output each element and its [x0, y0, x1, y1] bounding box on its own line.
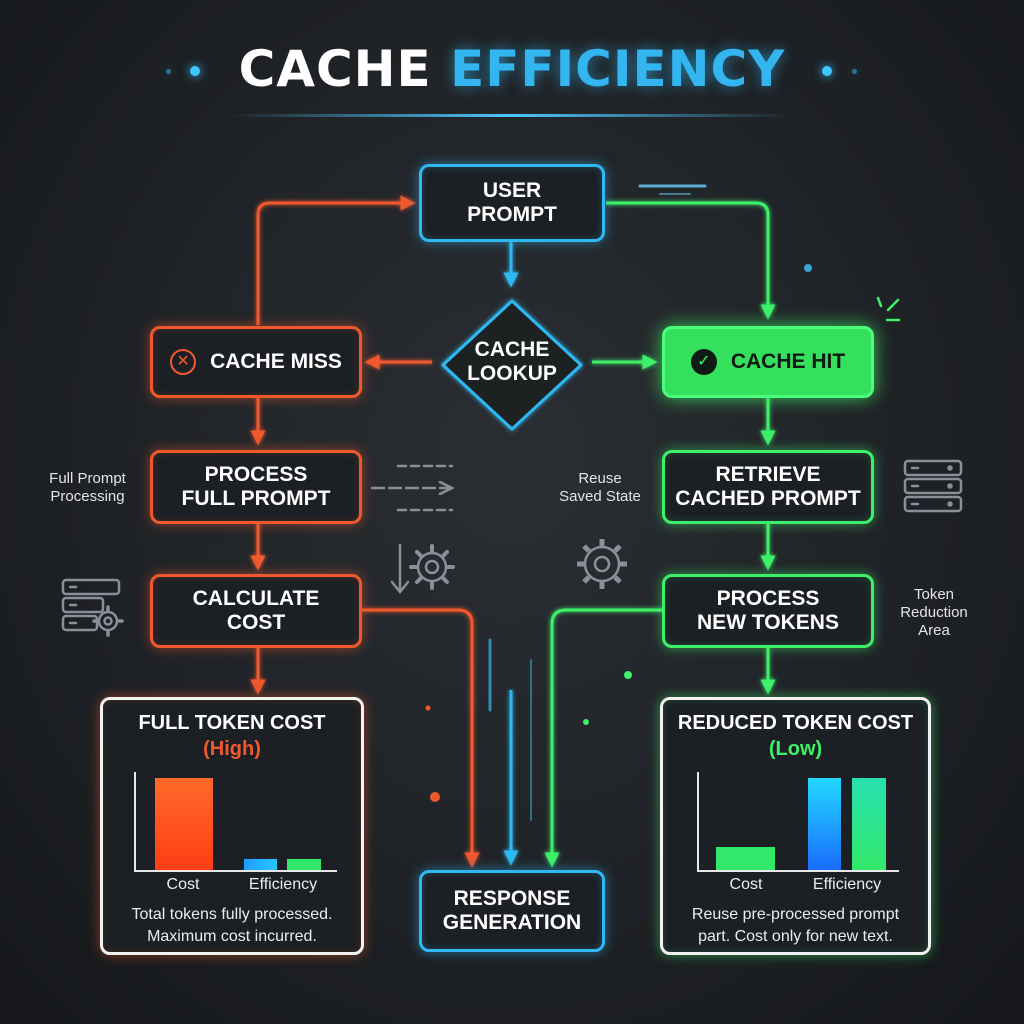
title-dot-right [822, 66, 832, 76]
cache-miss-node: ✕ CACHE MISS [150, 326, 362, 398]
cache-lookup-node [437, 295, 587, 435]
full-token-cost-panel: FULL TOKEN COST (High) Cost Efficiency T… [100, 697, 364, 955]
gear-icon [577, 539, 627, 589]
retrieve-cached-prompt-node: RETRIEVE CACHED PROMPT [662, 450, 874, 524]
token-reduction-area-label: Token Reduction Area [900, 586, 968, 639]
chart-note: Reuse pre-processed prompt part. Cost on… [691, 906, 900, 945]
full-prompt-processing-label: Full Prompt Processing [49, 470, 126, 505]
bar-cost [155, 778, 213, 870]
x-tick-cost: Cost [166, 876, 200, 893]
cache-hit-node: ✓ CACHE HIT [662, 326, 874, 398]
new-to-response-arrow [544, 608, 664, 868]
process-new-tokens-node: PROCESS NEW TOKENS [662, 574, 874, 648]
reduced-token-cost-chart [697, 772, 899, 872]
server-gear-icon [61, 578, 124, 637]
title-dot-left-small [166, 69, 171, 74]
user-prompt-node: USER PROMPT [419, 164, 605, 242]
calc-to-response-arrow [362, 608, 480, 868]
title-part-1: CACHE [238, 40, 432, 98]
process-full-prompt-node: PROCESS FULL PROMPT [150, 450, 362, 524]
reduced-token-cost-panel: REDUCED TOKEN COST (Low) Cost Efficiency… [660, 697, 931, 955]
cache-hit-label: CACHE HIT [730, 350, 846, 373]
title-dot-left [190, 66, 200, 76]
x-tick-efficiency: Efficiency [248, 876, 318, 893]
calculate-cost-node: CALCULATE COST [150, 574, 362, 648]
full-token-cost-chart [134, 772, 337, 872]
response-generation-node: RESPONSE GENERATION [419, 870, 605, 952]
bar-cost [716, 847, 775, 870]
title-part-2: EFFICIENCY [450, 40, 786, 98]
title-dot-right-small [852, 69, 857, 74]
bar-efficiency-a [808, 778, 841, 870]
x-tick-efficiency: Efficiency [812, 876, 882, 893]
chart-subtitle: (Low) [768, 738, 823, 760]
miss-loop-arrow [256, 195, 416, 325]
bar-efficiency-b [287, 858, 321, 870]
bar-efficiency-b [852, 778, 886, 870]
cache-miss-label: CACHE MISS [210, 350, 342, 373]
server-rack-icon [903, 459, 963, 513]
download-gear-icon [390, 543, 455, 595]
reuse-saved-state-label: Reuse Saved State [559, 470, 641, 505]
page-title: CACHE EFFICIENCY [0, 40, 1024, 98]
data-stream-icon [370, 464, 455, 512]
x-tick-cost: Cost [729, 876, 763, 893]
cache-lookup-label: CACHE LOOKUP [467, 338, 557, 385]
title-underline [230, 114, 790, 117]
chart-title: FULL TOKEN COST [138, 712, 326, 734]
x-circle-icon: ✕ [170, 349, 197, 375]
chart-title: REDUCED TOKEN COST [677, 712, 914, 734]
prompt-to-hit-arrow [606, 201, 776, 320]
bar-efficiency-a [244, 858, 277, 870]
chart-subtitle: (High) [203, 738, 261, 760]
chart-note: Total tokens fully processed. Maximum co… [131, 906, 333, 945]
check-circle-icon: ✓ [690, 349, 717, 375]
